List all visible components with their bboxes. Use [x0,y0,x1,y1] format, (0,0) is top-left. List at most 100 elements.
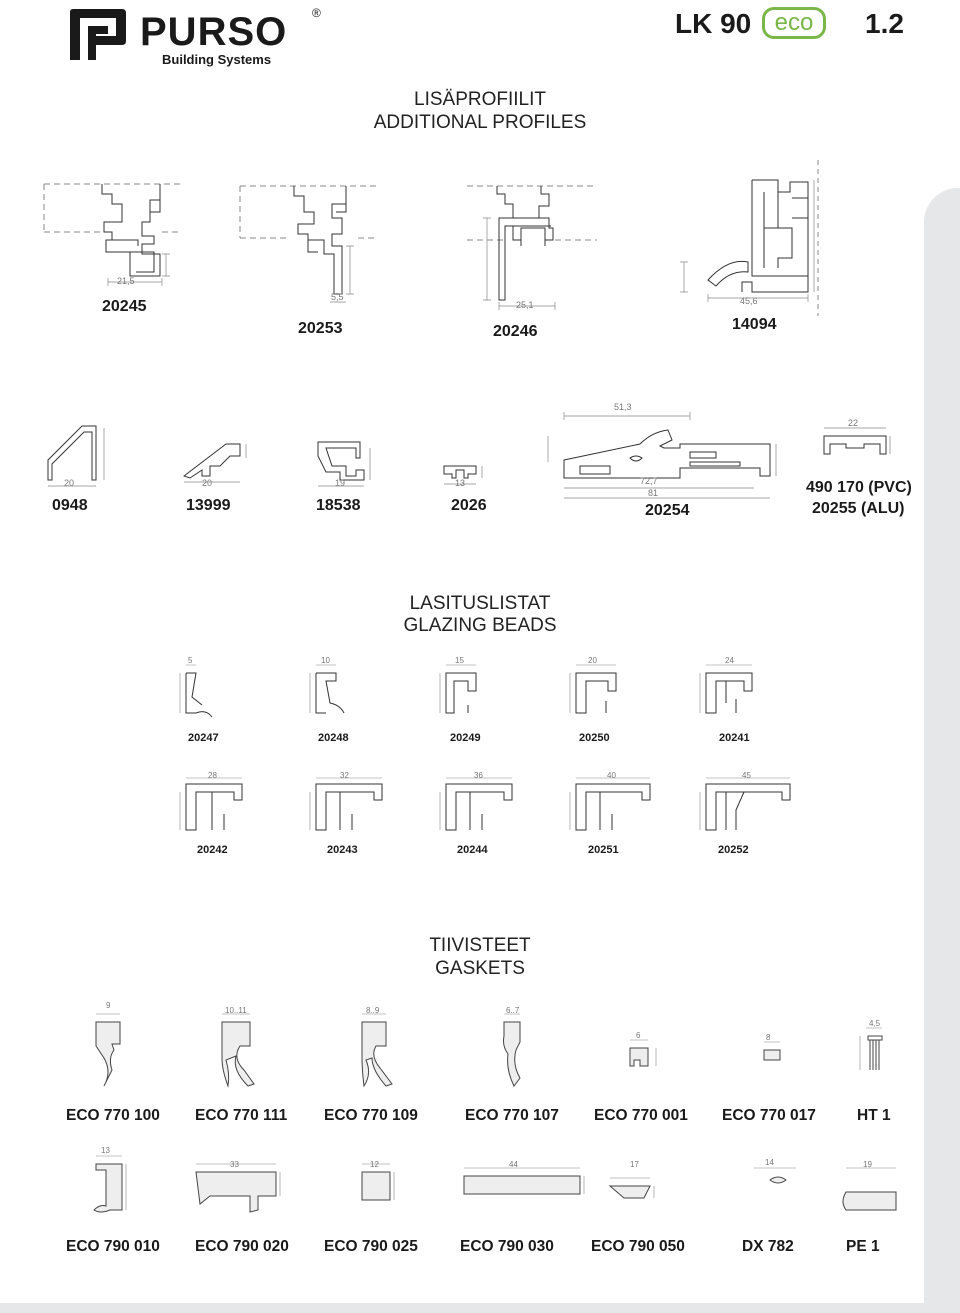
profile-code-alt: 20255 (ALU) [812,500,905,517]
dimension-label: 20 [202,478,213,488]
brand-subtitle: Building Systems [162,52,272,67]
gasket-drawings-row2 [93,1155,897,1213]
gasket-code: ECO 790 020 [195,1238,289,1255]
dimension-label: 51,3 [614,402,632,412]
profile-drawing-0948 [47,425,105,487]
gasket-dim: 13 [101,1146,110,1155]
profile-drawing-20246 [467,185,597,310]
bead-code: 20249 [450,732,481,744]
dimension-label: 13 [455,478,466,488]
version-number: 1.2 [865,8,904,39]
gasket-code: DX 782 [742,1238,794,1255]
gasket-code: ECO 770 017 [722,1107,816,1124]
dimension-label: 81 [648,488,659,498]
profile-code: 13999 [186,497,231,514]
gasket-dim: 9 [106,1001,111,1010]
bead-width: 20 [588,656,597,665]
gasket-drawings-row1 [95,1013,883,1088]
bead-width: 45 [742,771,751,780]
bead-code: 20241 [719,732,750,744]
gasket-code: HT 1 [857,1107,891,1124]
gasket-code: ECO 790 025 [324,1238,418,1255]
bead-width: 28 [208,771,217,780]
profile-drawing-18538 [317,441,371,487]
gasket-dim: 8..9 [366,1006,380,1015]
gasket-dim: 17 [630,1160,639,1169]
dimension-label: 45,6 [740,296,758,306]
side-tab [924,188,960,1313]
profile-code: 20246 [493,323,538,340]
bead-code: 20247 [188,732,219,744]
profile-code: 490 170 (PVC) [806,479,912,496]
dimension-label: 22 [848,418,859,428]
gasket-code: ECO 770 111 [195,1107,288,1124]
bead-width: 40 [607,771,616,780]
footer-bar [0,1303,960,1313]
bead-width: 5 [188,656,193,665]
dimension-label: 5,5 [331,292,344,302]
bead-drawings-row2 [179,777,791,831]
profile-drawing-20254 [547,412,777,499]
dimension-label: 25,1 [516,300,534,310]
gasket-dim: 12 [370,1160,379,1169]
profile-drawing-14094 [680,160,819,316]
gasket-code: ECO 790 010 [66,1238,160,1255]
section-title-en: ADDITIONAL PROFILES [373,112,587,133]
section-title-en: GASKETS [435,958,525,979]
bead-width: 15 [455,656,464,665]
section-title-fi: TIIVISTEET [429,935,531,956]
eco-badge: eco [762,7,826,39]
gasket-code: ECO 790 030 [460,1238,554,1255]
product-name: LK 90 [675,8,752,39]
gasket-dim: 44 [509,1160,518,1169]
gasket-code: ECO 770 100 [66,1107,160,1124]
profile-code: 20253 [298,320,343,337]
bead-width: 24 [725,656,734,665]
section-title-en: GLAZING BEADS [403,615,557,636]
gasket-dim: 6..7 [506,1006,520,1015]
gasket-code: ECO 790 050 [591,1238,685,1255]
gasket-dim: 4,5 [869,1019,881,1028]
bead-width: 10 [321,656,330,665]
gasket-dim: 8 [766,1033,771,1042]
profile-code: 20254 [645,502,690,519]
registered-mark: ® [312,6,321,20]
gasket-code: ECO 770 107 [465,1107,559,1124]
dimension-label: 72,7 [640,476,658,486]
profile-code: 0948 [52,497,88,514]
profile-code: 18538 [316,497,361,514]
bead-width: 36 [474,771,483,780]
gasket-dim: 10..11 [225,1006,247,1015]
bead-code: 20248 [318,732,349,744]
bead-code: 20250 [579,732,610,744]
profile-code: 20245 [102,298,147,315]
bead-width: 32 [340,771,349,780]
section-title-fi: LASITUSLISTAT [409,593,551,614]
gasket-code: ECO 770 001 [594,1107,688,1124]
gasket-dim: 6 [636,1031,641,1040]
bead-code: 20243 [327,844,358,856]
gasket-dim: 33 [230,1160,239,1169]
dimension-label: 20 [64,478,75,488]
bead-drawings-row1 [179,664,753,718]
profile-drawing-20253 [239,185,376,303]
bead-code: 20242 [197,844,228,856]
profile-drawing-20255 [823,427,891,455]
gasket-code: PE 1 [846,1238,880,1255]
bead-code: 20251 [588,844,619,856]
purso-logo-icon [70,9,126,60]
gasket-code: ECO 770 109 [324,1107,418,1124]
dimension-label: 21,5 [117,276,135,286]
gasket-dim: 19 [863,1160,872,1169]
dimension-label: 19 [335,478,346,488]
gasket-dim: 14 [765,1158,774,1167]
section-title-fi: LISÄPROFIILIT [414,89,546,110]
profile-code: 2026 [451,497,487,514]
profile-drawing-20245 [43,183,182,286]
profile-code: 14094 [732,316,777,333]
bead-code: 20252 [718,844,749,856]
bead-code: 20244 [457,844,488,856]
profile-drawing-13999 [182,443,247,483]
brand-name: PURSO [140,10,288,54]
profile-drawing-2026 [443,465,483,485]
